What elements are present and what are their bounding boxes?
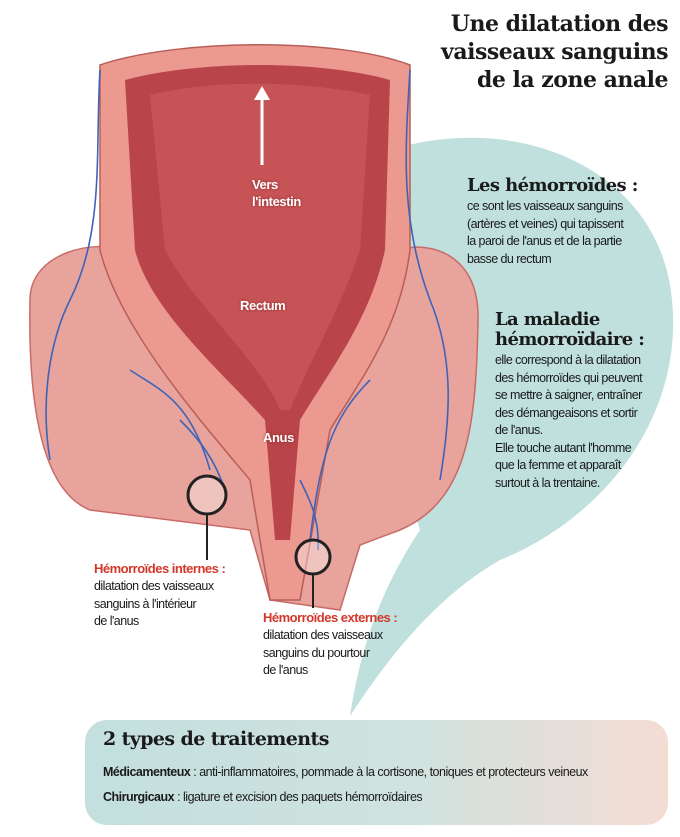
title-line: vaisseaux sanguins [441,39,668,65]
external-callout-circle [294,538,332,576]
hemorroides-section: Les hémorroïdes : ce sont les vaisseaux … [467,176,638,268]
section-heading: La maladie [495,309,600,330]
externes-heading: Hémorroïdes externes : [263,610,398,625]
text-line: que la femme et apparaît [495,458,621,472]
treatment-item: Médicamenteux : anti-inflammatoires, pom… [103,765,588,779]
text-line: surtout à la trentaine. [495,475,600,490]
maladie-section: La maladie hémorroïdaire : elle correspo… [495,309,645,492]
text-line: sanguins du pourtour [263,645,370,660]
text-line: sanguins à l'intérieur [94,596,197,611]
text-line: la paroi de l'anus et de la partie [467,234,622,248]
section-heading: hémorroïdaire : [495,329,645,350]
internes-section: Hémorroïdes internes : dilatation des va… [94,560,226,631]
text-line: des hémorroïdes qui peuvent [495,370,643,385]
text-line: ce sont les vaisseaux sanguins [467,199,623,213]
treatment-text: : anti-inflammatoires, pommade à la cort… [190,765,588,779]
label-anus: Anus [263,430,294,445]
text-line: elle correspond à la dilatation [495,353,641,367]
treatment-label: Médicamenteux [103,765,191,779]
text-line: (artères et veines) qui tapissent [467,216,624,231]
title-line: de la zone anale [477,67,668,93]
externes-section: Hémorroïdes externes : dilatation des va… [263,609,398,680]
text-line: dilatation des vaisseaux [263,628,383,642]
treatment-item: Chirurgicaux : ligature et excision des … [103,790,423,804]
treatments-box: 2 types de traitements Médicamenteux : a… [85,720,668,825]
internal-callout-circle [186,474,228,516]
text-line: de l'anus. [495,423,543,437]
label-line: l'intestin [252,194,301,209]
main-title: Une dilatation des vaisseaux sanguins de… [441,10,668,94]
text-line: de l'anus [263,663,308,677]
text-line: basse du rectum [467,251,552,266]
label-vers-intestin: Vers l'intestin [252,176,301,210]
text-line: des démangeaisons et sortir [495,405,638,420]
treatment-label: Chirurgicaux [103,790,175,804]
label-rectum: Rectum [240,298,286,313]
text-line: se mettre à saigner, entraîner [495,388,642,402]
section-heading: Les hémorroïdes : [467,175,638,196]
text-line: Elle touche autant l'homme [495,440,632,455]
text-line: dilatation des vaisseaux [94,579,214,593]
internes-heading: Hémorroïdes internes : [94,561,226,576]
label-line: Vers [252,177,278,192]
text-line: de l'anus [94,614,139,628]
treatment-text: : ligature et excision des paquets hémor… [174,790,423,804]
title-line: Une dilatation des [450,11,669,37]
treatments-title: 2 types de traitements [103,728,329,750]
